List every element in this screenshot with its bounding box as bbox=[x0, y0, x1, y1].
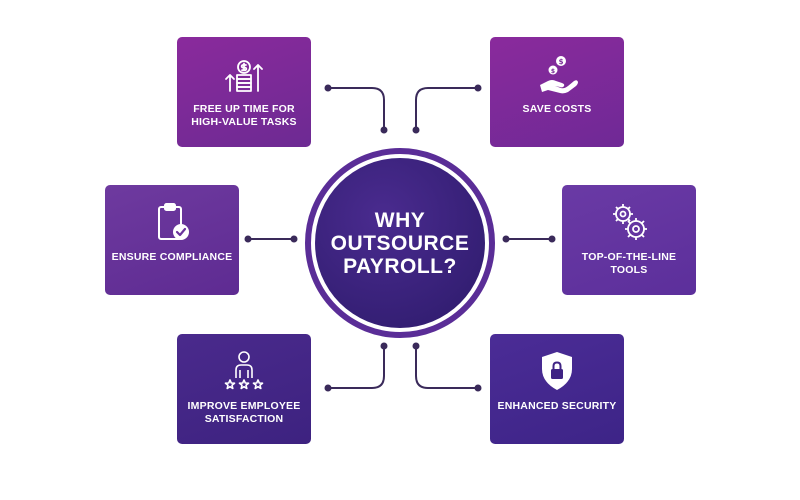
hand-coins-icon: $ $ bbox=[540, 56, 578, 94]
clipboard-check-icon bbox=[158, 203, 189, 240]
connector-security bbox=[415, 345, 479, 389]
card-tools: TOP-OF-THE-LINE TOOLS bbox=[562, 185, 696, 295]
card-save-costs: $ $ SAVE COSTS bbox=[490, 37, 624, 147]
svg-text:$: $ bbox=[559, 58, 564, 66]
gears-icon bbox=[613, 204, 647, 240]
card-compliance: ENSURE COMPLIANCE bbox=[105, 185, 239, 295]
center-circle: WHY OUTSOURCE PAYROLL? bbox=[315, 158, 485, 328]
money-growth-icon bbox=[225, 60, 263, 92]
shield-lock-icon bbox=[542, 352, 572, 390]
card-label: ENSURE COMPLIANCE bbox=[111, 251, 233, 263]
card-label: FREE UP TIME FOR HIGH-VALUE TASKS bbox=[191, 103, 297, 128]
card-label: ENHANCED SECURITY bbox=[497, 400, 617, 412]
card-employee: IMPROVE EMPLOYEE SATISFACTION bbox=[177, 334, 311, 444]
connector-free-up-time bbox=[327, 87, 385, 131]
connector-save-costs bbox=[415, 87, 479, 131]
svg-text:$: $ bbox=[551, 68, 555, 75]
card-security: ENHANCED SECURITY bbox=[490, 334, 624, 444]
card-label: TOP-OF-THE-LINE TOOLS bbox=[581, 251, 677, 276]
center-title: WHY OUTSOURCE PAYROLL? bbox=[330, 208, 470, 278]
employee-stars-icon bbox=[224, 351, 264, 390]
card-free-up-time: FREE UP TIME FOR HIGH-VALUE TASKS bbox=[177, 37, 311, 147]
card-label: IMPROVE EMPLOYEE SATISFACTION bbox=[187, 400, 301, 425]
card-label: SAVE COSTS bbox=[522, 103, 592, 115]
connector-employee bbox=[327, 345, 385, 389]
